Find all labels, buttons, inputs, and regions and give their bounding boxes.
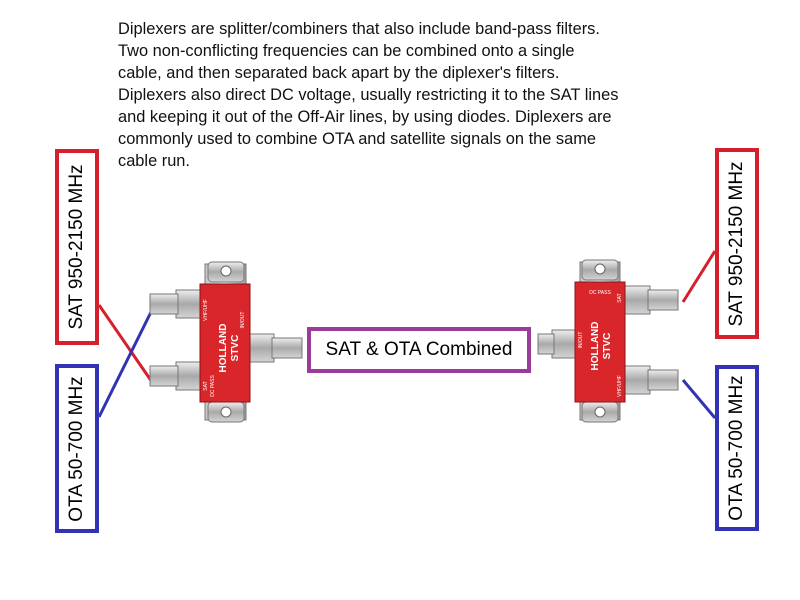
left-device-model-text: STVC xyxy=(230,335,241,362)
right-device-model-text: STVC xyxy=(602,333,613,360)
combined-label-box: SAT & OTA Combined xyxy=(307,327,531,373)
ota-right-connector-line xyxy=(681,379,717,419)
ota-right-label-text: OTA 50-700 MHz xyxy=(726,375,747,521)
left-device-vhf-text: VHF/UHF xyxy=(203,299,209,321)
right-device-brand-text: HOLLAND xyxy=(590,322,601,371)
right-device-inout-text: IN/OUT xyxy=(578,332,584,349)
right-diplexer-image: HOLLAND STVC IN/OUT VHF/UHF SAT DC PASS xyxy=(537,259,679,423)
left-device-brand-text: HOLLAND xyxy=(218,324,229,373)
ota-left-label-box: OTA 50-700 MHz xyxy=(55,364,99,533)
ota-left-connector-line xyxy=(97,309,154,418)
left-device-sat-text: SAT xyxy=(203,381,209,390)
left-diplexer-image: HOLLAND STVC IN/OUT VHF/UHF SAT DC PASS xyxy=(149,261,303,423)
sat-right-connector-line xyxy=(681,250,717,303)
right-device-vhf-text: VHF/UHF xyxy=(617,375,623,397)
sat-right-label-text: SAT 950-2150 MHz xyxy=(726,160,747,327)
sat-left-connector-line xyxy=(97,304,154,383)
sat-left-label-text: SAT 950-2150 MHz xyxy=(66,164,87,330)
combined-label-text: SAT & OTA Combined xyxy=(325,339,513,360)
left-device-inout-text: IN/OUT xyxy=(240,312,246,329)
intro-paragraph: Diplexers are splitter/combiners that al… xyxy=(118,20,619,170)
left-device-dcpass-text: DC PASS xyxy=(210,375,216,397)
right-device-dcpass-text: DC PASS xyxy=(589,290,611,296)
sat-right-label-box: SAT 950-2150 MHz xyxy=(715,148,759,339)
right-device-sat-text: SAT xyxy=(617,293,623,302)
sat-left-label-box: SAT 950-2150 MHz xyxy=(55,149,99,345)
ota-left-label-text: OTA 50-700 MHz xyxy=(66,375,87,522)
ota-right-label-box: OTA 50-700 MHz xyxy=(715,365,759,531)
